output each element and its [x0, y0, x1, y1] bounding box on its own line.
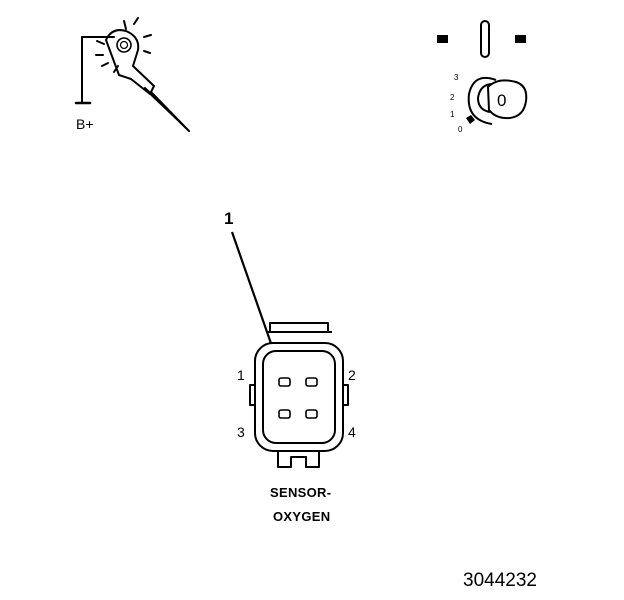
- pin-label-1: 1: [237, 367, 245, 383]
- ignition-switch-icon: [437, 20, 528, 125]
- connector-name-line2: OXYGEN: [273, 509, 331, 524]
- pin-label-2: 2: [348, 367, 356, 383]
- figure-number: 3044232: [463, 570, 537, 591]
- connector-name-line1: SENSOR-: [270, 485, 332, 500]
- pin-label-4: 4: [348, 424, 356, 440]
- pin-cavity-2: [305, 377, 318, 387]
- pin-cavities: [278, 377, 318, 419]
- pin-cavity-1: [278, 377, 291, 387]
- ignition-position-3: 3: [454, 73, 459, 82]
- pin-label-3: 3: [237, 424, 245, 440]
- ignition-key-mark: 0: [497, 91, 507, 110]
- ignition-position-1: 1: [450, 110, 455, 119]
- ignition-position-0: 0: [458, 125, 463, 134]
- callout-number: 1: [224, 209, 234, 228]
- pin-cavity-3: [278, 409, 291, 419]
- oxygen-sensor-connector: [249, 322, 349, 468]
- test-light-icon: [74, 29, 190, 132]
- b-plus-label: B+: [76, 116, 94, 132]
- ignition-position-2: 2: [450, 93, 455, 102]
- pin-cavity-4: [305, 409, 318, 419]
- light-rays-icon: [95, 17, 152, 73]
